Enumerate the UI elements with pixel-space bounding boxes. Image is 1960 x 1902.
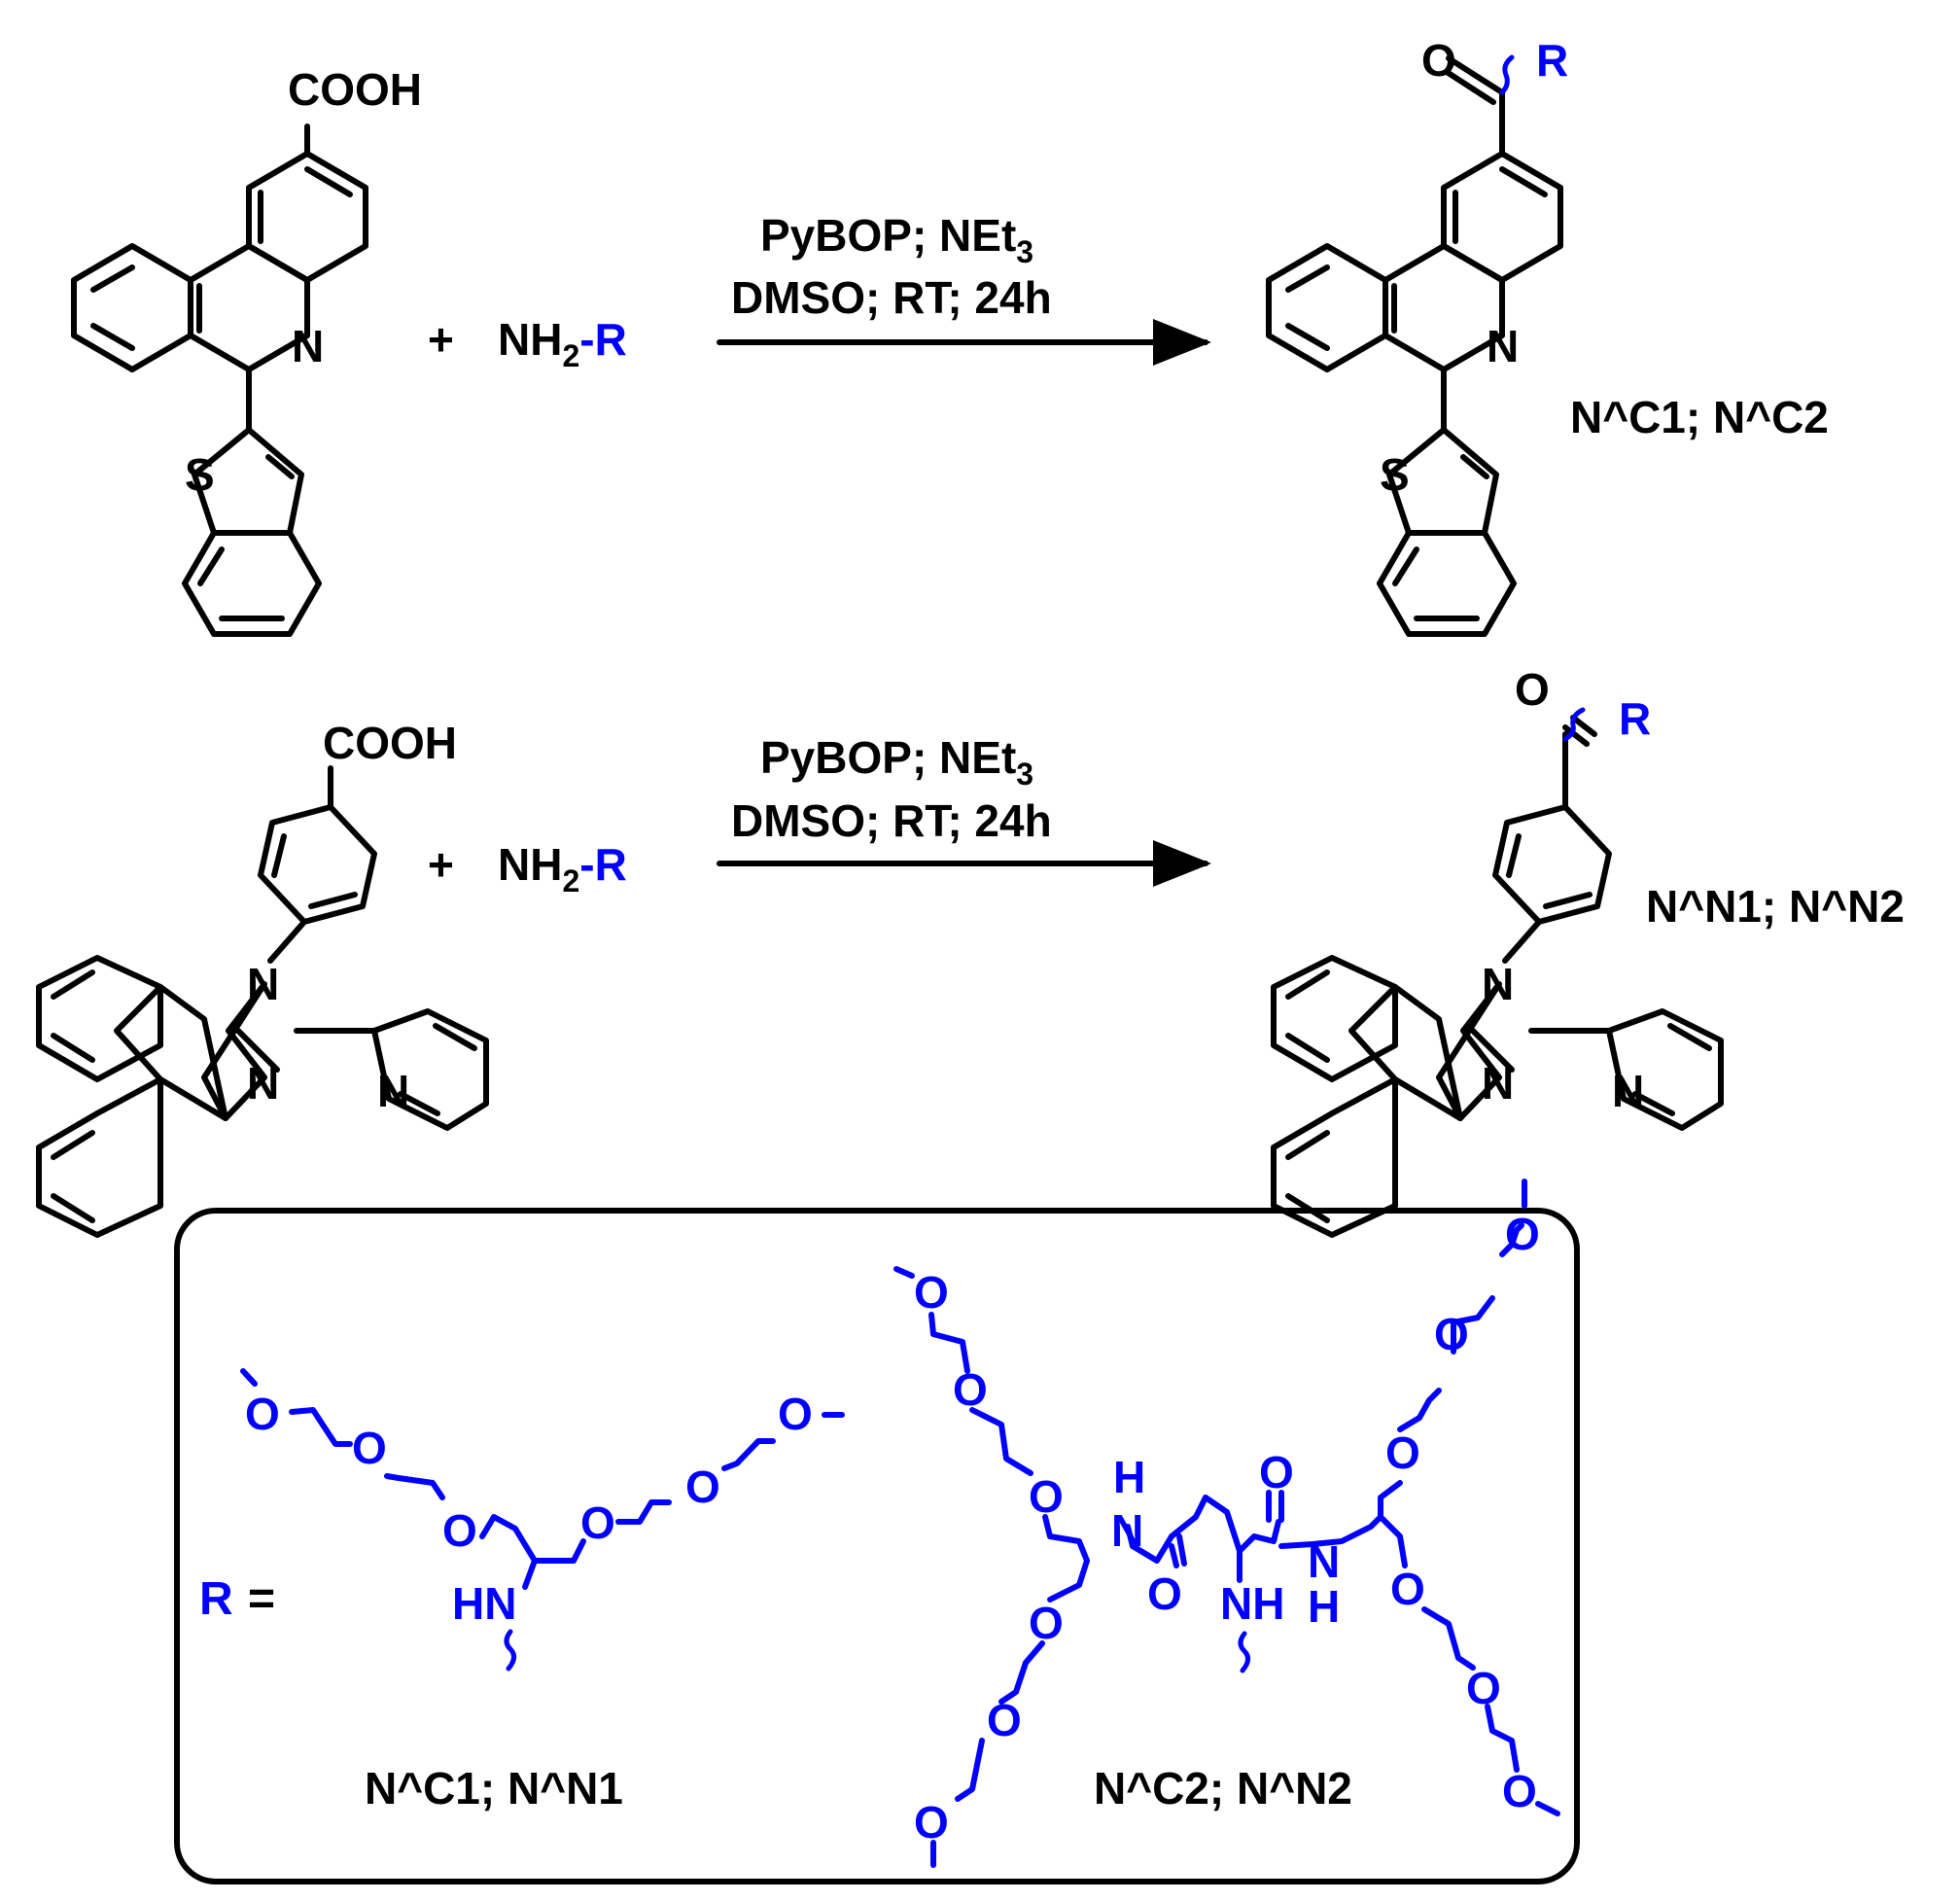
conditions-1-line1-subscript: 3 bbox=[1016, 234, 1033, 269]
r-large-right-o-4: O bbox=[1390, 1564, 1425, 1614]
reactant-2-cooh-label: COOH bbox=[323, 718, 457, 768]
product-1-ring-s: S bbox=[1380, 449, 1410, 500]
conditions-2-line1-subscript: 3 bbox=[1016, 757, 1033, 792]
r-large-left-o-6: O bbox=[914, 1797, 949, 1848]
plus-sign-2: + bbox=[428, 839, 454, 890]
r-large-amide-o-left: O bbox=[1147, 1568, 1182, 1619]
conditions-1-line1: PyBOP; NEt3 bbox=[760, 210, 1033, 269]
reaction-1: COOH N S + NH2-R PyBOP; NEt3 DMSO; RT; 2… bbox=[71, 35, 1829, 637]
r-small-labels: O O O O O O HN bbox=[245, 1389, 813, 1629]
product-1-structure bbox=[1266, 54, 1563, 637]
amine-2-substituent: -R bbox=[579, 839, 627, 890]
reactant-1-cooh-label: COOH bbox=[288, 64, 422, 115]
r-small-o3: O bbox=[442, 1505, 477, 1556]
r-large-amide-h-right: H bbox=[1308, 1581, 1340, 1632]
r-large-amide-h-left: H bbox=[1113, 1452, 1145, 1502]
reaction-2: COOH N N N + NH2-R PyBOP; NEt3 DMSO; RT;… bbox=[36, 664, 1905, 1238]
conditions-2-line1: PyBOP; NEt3 bbox=[760, 732, 1033, 792]
amine-1-subscript: 2 bbox=[562, 338, 579, 373]
amine-2-label: NH2-R bbox=[498, 839, 627, 898]
product-2-label: N^N1; N^N2 bbox=[1646, 881, 1905, 932]
product-1-label: N^C1; N^C2 bbox=[1570, 392, 1829, 442]
r-large-structure bbox=[893, 1179, 1560, 1868]
conditions-1-line1-main: PyBOP; NEt bbox=[760, 210, 1016, 261]
r-group-box: R = O O O O O O HN N^C1; N^N1 bbox=[174, 1179, 1580, 1884]
r-small-o5: O bbox=[685, 1462, 720, 1512]
r-large-labels: O O O O O O H N O NH O N H O O O O O O bbox=[914, 1209, 1540, 1848]
r-large-right-o-6: O bbox=[1502, 1766, 1537, 1816]
r-large-left-o-2: O bbox=[953, 1364, 988, 1415]
product-1-ring-n: N bbox=[1487, 321, 1519, 371]
reactant-1-structure bbox=[71, 123, 368, 637]
reactant-1-ring-s-label: S bbox=[185, 449, 215, 500]
r-label: R bbox=[199, 1573, 233, 1625]
r-small-label: N^C1; N^N1 bbox=[365, 1763, 623, 1814]
r-large-right-o-5: O bbox=[1466, 1663, 1501, 1713]
r-small-structure bbox=[240, 1368, 845, 1672]
conditions-1-line2: DMSO; RT; 24h bbox=[731, 272, 1052, 323]
r-large-amine-nh: NH bbox=[1220, 1578, 1284, 1629]
r-small-o4: O bbox=[580, 1497, 615, 1548]
r-large-left-o-4: O bbox=[1029, 1598, 1064, 1648]
r-large-label: N^C2; N^N2 bbox=[1094, 1763, 1352, 1814]
amine-2-subscript: 2 bbox=[562, 863, 579, 898]
product-2-r-group: R bbox=[1619, 693, 1651, 744]
conditions-2-line2: DMSO; RT; 24h bbox=[731, 795, 1052, 846]
r-large-right-o-3: O bbox=[1385, 1427, 1420, 1478]
product-2-structure bbox=[1271, 707, 1724, 1238]
r-large-left-o-3: O bbox=[1029, 1471, 1064, 1522]
product-2-imidazole-n-top: N bbox=[1482, 959, 1514, 1009]
r-large-amide-n-right: N bbox=[1308, 1536, 1340, 1587]
r-small-nh: HN bbox=[452, 1578, 516, 1629]
conditions-2-line1-main: PyBOP; NEt bbox=[760, 732, 1016, 783]
reactant-2-pyridine-n: N bbox=[377, 1066, 409, 1116]
r-group-frame bbox=[174, 1208, 1580, 1884]
product-1-carbonyl-o: O bbox=[1421, 35, 1456, 86]
r-large-left-o-1: O bbox=[914, 1267, 949, 1318]
equals-sign: = bbox=[248, 1573, 275, 1625]
reactant-2-imidazole-n-top: N bbox=[247, 959, 279, 1009]
product-2-imidazole-n-bottom: N bbox=[1482, 1058, 1514, 1109]
product-1-r-group: R bbox=[1536, 35, 1568, 86]
amine-1-label: NH2-R bbox=[498, 314, 627, 373]
reactant-1-ring-n-label: N bbox=[292, 321, 324, 371]
amine-1-substituent: -R bbox=[579, 314, 627, 365]
r-small-o6: O bbox=[778, 1389, 813, 1439]
r-large-amide-n-left: N bbox=[1111, 1505, 1143, 1556]
reactant-2-imidazole-n-bottom: N bbox=[247, 1058, 279, 1109]
product-2-pyridine-n: N bbox=[1612, 1066, 1644, 1116]
r-large-amide-o-right: O bbox=[1259, 1447, 1294, 1497]
amine-2-main: NH bbox=[498, 839, 562, 890]
r-large-right-o-2: O bbox=[1434, 1309, 1469, 1359]
r-large-right-o-1: O bbox=[1505, 1209, 1540, 1259]
product-2-carbonyl-o: O bbox=[1515, 664, 1550, 715]
reactant-2-structure bbox=[36, 765, 489, 1238]
r-small-o2: O bbox=[352, 1423, 387, 1473]
plus-sign-1: + bbox=[428, 314, 454, 365]
amine-1-main: NH bbox=[498, 314, 562, 365]
r-large-left-o-5: O bbox=[987, 1695, 1022, 1745]
r-small-o1: O bbox=[245, 1389, 280, 1439]
